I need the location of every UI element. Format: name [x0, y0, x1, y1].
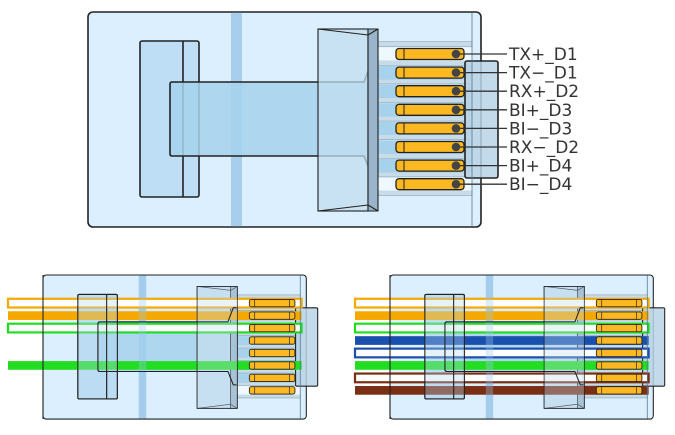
bottom-left-connector: [6, 274, 319, 420]
slot-divider: [237, 381, 301, 386]
pin-label-2: TX−_D1: [508, 64, 578, 84]
wire-pin-1: [6, 297, 303, 309]
crimp-block-bevel: [230, 286, 238, 409]
contact-pin-6: [248, 361, 296, 370]
crimp-block-bevel: [367, 28, 379, 212]
contact-dot: [451, 105, 461, 115]
wire-pin-2: [8, 311, 302, 320]
wires: [353, 297, 650, 395]
vertical-stripe-overlay: [138, 275, 147, 419]
contact-pin-6: [595, 361, 643, 370]
crimp-block-bevel: [577, 286, 585, 409]
contact-dot: [451, 124, 461, 133]
slot-divider: [377, 41, 473, 48]
wire-pin-6: [8, 361, 302, 370]
pin-label-1: TX+_D1: [508, 45, 578, 65]
pin-label-6: RX−_D2: [509, 138, 579, 158]
slot-divider: [583, 394, 648, 399]
wire-pin-8: [355, 386, 649, 395]
contact-pin-4: [595, 336, 643, 345]
slot-divider: [377, 153, 473, 159]
crimp-block-edges: [317, 28, 369, 212]
wire-pin-1: [353, 297, 650, 309]
contact-pin-3: [248, 323, 296, 333]
slot-divider: [237, 394, 301, 399]
slot-divider: [377, 97, 473, 103]
contact-pin-4: [248, 336, 296, 345]
pin-label-4: BI+_D3: [509, 101, 572, 121]
contact-pin-7: [248, 373, 296, 383]
top-connector: TX+_D1TX−_D1RX+_D2BI+_D3BI−_D3RX−_D2BI+_…: [87, 11, 579, 228]
contact-pin-5: [595, 348, 643, 358]
crimp-block-edges: [197, 286, 231, 409]
wires: [6, 297, 303, 370]
contact-dot: [451, 179, 461, 189]
slot-divider: [377, 59, 473, 66]
contact-pin-1: [595, 299, 643, 308]
wire-pin-4: [355, 336, 649, 345]
contact-pin-8: [595, 386, 643, 395]
slot-divider: [377, 190, 473, 196]
slot-divider: [377, 134, 473, 140]
slot-divider: [237, 356, 301, 361]
rear-tab: [464, 60, 499, 179]
crimp-block: [317, 28, 369, 212]
contact-dot: [451, 142, 461, 152]
contact-pin-3: [595, 323, 643, 333]
wire-pin-5: [353, 347, 650, 359]
wire-pin-2: [355, 311, 649, 320]
pin-label-5: BI−_D3: [509, 119, 572, 139]
crimp-block-edges: [544, 286, 578, 409]
bottom-right-connector: [353, 274, 666, 420]
contact-pin-2: [595, 311, 643, 320]
contact-dot: [451, 86, 461, 96]
cable-tab-outline: [97, 307, 237, 386]
slot-divider: [377, 78, 473, 85]
contact-dot: [451, 49, 461, 59]
pin-label-3: RX+_D2: [509, 82, 579, 102]
crimp-block-overlay: [196, 286, 238, 409]
contact-pin-2: [248, 311, 296, 320]
pin-label-7: BI+_D4: [509, 157, 572, 177]
pin-label-8: BI−_D4: [509, 175, 572, 195]
contact-dot: [451, 68, 461, 77]
wire-pin-6: [355, 361, 649, 370]
wire-pin-7: [353, 372, 650, 384]
slot-divider: [377, 171, 473, 178]
slot-divider: [237, 344, 301, 349]
cable-tab-outline: [444, 307, 584, 386]
wire-pin-3: [353, 322, 650, 334]
slot-divider: [237, 369, 301, 374]
contact-pin-1: [248, 299, 296, 308]
wire-pin-3: [6, 322, 303, 334]
crimp-block-side: [367, 28, 379, 212]
vertical-stripe-overlay: [485, 275, 494, 419]
contact-pin-7: [595, 373, 643, 383]
contact-pin-8: [248, 386, 296, 395]
contact-dot: [451, 161, 461, 170]
contact-pin-5: [248, 348, 296, 358]
crimp-block-overlay: [543, 286, 585, 409]
slot-divider: [377, 115, 473, 122]
